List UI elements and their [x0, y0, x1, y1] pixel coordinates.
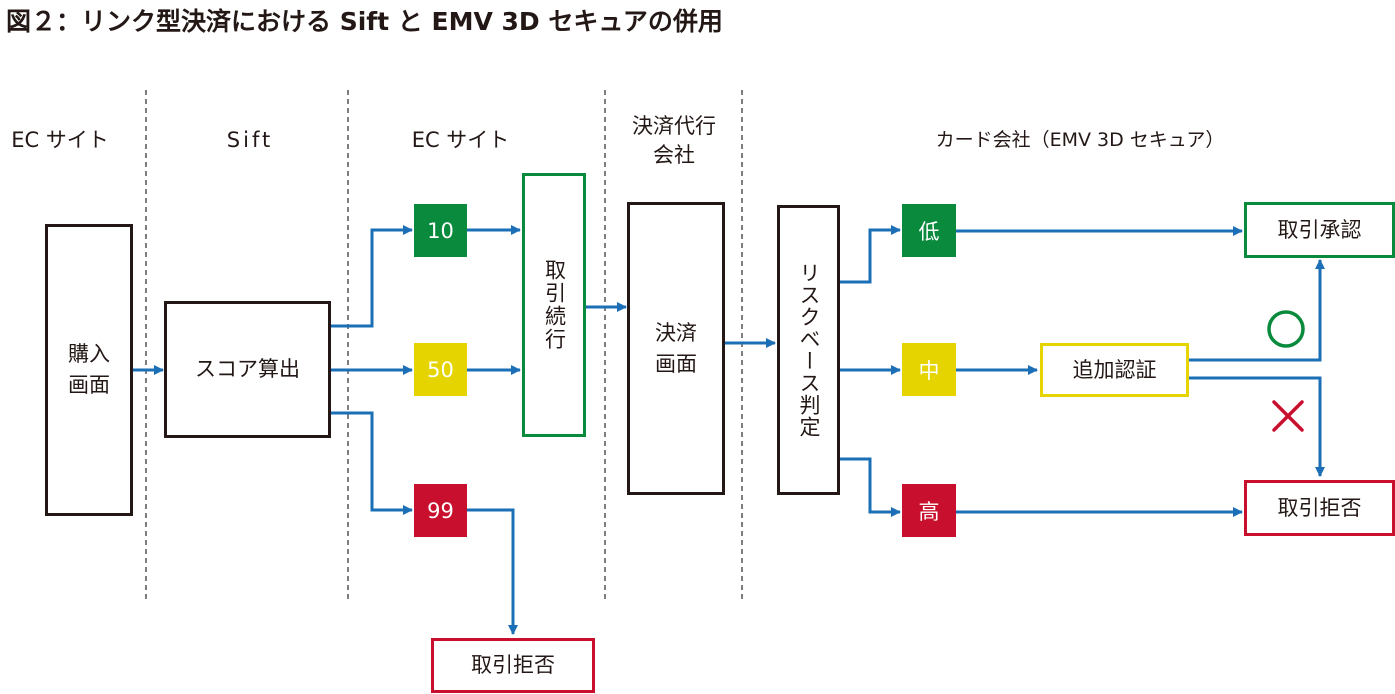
reject-card-label: 取引拒否: [1277, 495, 1362, 520]
arrow-risk-to-low: [839, 225, 901, 284]
cross-icon: [1272, 400, 1304, 432]
risk-based-judgement-box: リスクベース判定: [777, 205, 840, 495]
score-50-chip: 50: [414, 343, 467, 396]
continue-transaction-label: 取引続行: [542, 259, 567, 351]
arrow-score-to-99: [330, 411, 413, 515]
lane-header-payment-agent: 決済代行 会社: [608, 112, 740, 170]
risk-low-chip: 低: [902, 204, 956, 257]
score-calc-label: スコア算出: [195, 357, 300, 381]
reject-transaction-label: 取引拒否: [471, 653, 555, 677]
figure-title: 図２：リンク型決済における Sift と EMV 3D セキュアの併用: [6, 7, 723, 36]
score-calc-box: スコア算出: [164, 301, 331, 438]
arrow-risk-to-high: [839, 457, 901, 517]
additional-auth-box: 追加認証: [1040, 343, 1189, 397]
approve-transaction-box: 取引承認: [1244, 202, 1395, 258]
arrow-auth-to-approve: [1188, 259, 1325, 362]
lane-header-ec-site: EC サイト: [11, 128, 109, 152]
lane-header-line: 決済代行: [632, 114, 716, 138]
arrow-score-to-10: [330, 225, 413, 328]
purchase-screen-box: 購入画面: [45, 224, 133, 516]
reject-transaction-box: 取引拒否: [431, 638, 595, 693]
arrow-99-to-reject: [467, 508, 518, 635]
risk-high-chip: 高: [902, 484, 956, 537]
lane-header-ec-site: EC サイト: [411, 128, 510, 152]
circle-icon: [1267, 310, 1305, 348]
risk-based-judgement-label: リスクベース判定: [797, 262, 821, 438]
payment-screen-box: 決済画面: [627, 202, 725, 495]
payment-screen-label: 決済画面: [655, 320, 697, 376]
score-10-chip: 10: [414, 204, 467, 257]
additional-auth-label: 追加認証: [1072, 357, 1157, 382]
purchase-screen-label: 購入画面: [68, 342, 110, 397]
lane-header-line: 会社: [653, 143, 695, 167]
lane-header-sift: Sift: [226, 128, 274, 152]
score-99-chip: 99: [414, 484, 467, 537]
reject-card-box: 取引拒否: [1244, 480, 1395, 536]
arrow-auth-to-reject: [1188, 376, 1325, 477]
continue-transaction-box: 取引続行: [522, 173, 586, 437]
risk-mid-chip: 中: [902, 343, 956, 396]
approve-transaction-label: 取引承認: [1277, 217, 1362, 242]
lane-header-card-company: カード会社（EMV 3D セキュア）: [935, 129, 1225, 151]
